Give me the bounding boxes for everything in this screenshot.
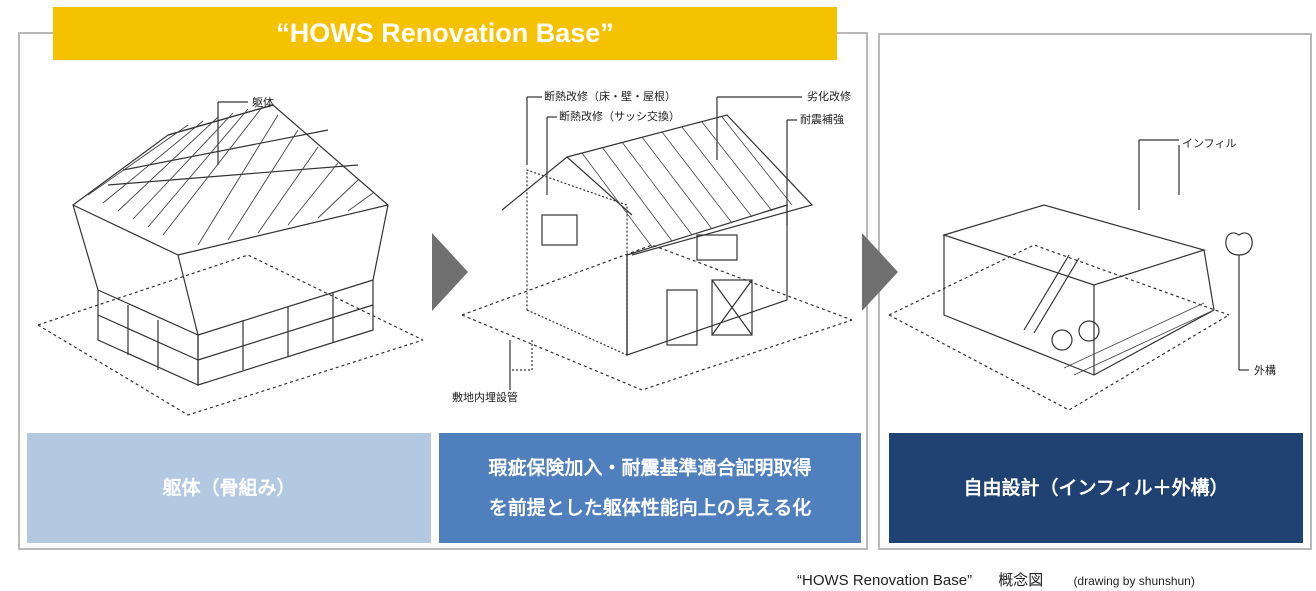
footer-title: “HOWS Renovation Base” [797, 572, 973, 589]
infill-label: インフィル [1182, 137, 1236, 150]
footer-caption: “HOWS Renovation Base” 概念図 (drawing by s… [797, 569, 1195, 590]
insulation-walls-label: 断熱改修（床・壁・屋根） [544, 89, 676, 103]
infill-design-illustration: インフィル 外構 [888, 137, 1276, 411]
performance-caption-line1: 瑕疵保険加入・耐震基準適合証明取得 [488, 457, 812, 479]
title-banner: “HOWS Renovation Base” [53, 7, 837, 60]
seismic-label: 耐震補強 [800, 113, 844, 126]
insulation-sash-label: 断熱改修（サッシ交換） [559, 109, 680, 123]
frame-structure-illustration: 躯体 [37, 95, 424, 416]
deterioration-label: 劣化改修 [807, 89, 851, 103]
renovated-house-illustration: 断熱改修（床・壁・屋根） 断熱改修（サッシ交換） 劣化改修 耐震補強 敷地内埋設… [452, 89, 853, 404]
frame-caption-box: 躯体（骨組み） [27, 433, 431, 543]
free-design-caption: 自由設計（インフィル＋外構） [963, 477, 1229, 499]
exterior-label: 外構 [1254, 364, 1276, 377]
frame-label: 躯体 [252, 95, 274, 109]
footer-credit: (drawing by shunshun) [1073, 574, 1195, 588]
free-design-caption-box: 自由設計（インフィル＋外構） [889, 433, 1303, 543]
piping-label: 敷地内埋設管 [452, 390, 518, 404]
arrow-right-icon [862, 233, 898, 311]
footer-concept: 概念図 [998, 572, 1044, 589]
frame-caption: 躯体（骨組み） [162, 477, 296, 499]
performance-caption-box: 瑕疵保険加入・耐震基準適合証明取得 を前提とした躯体性能向上の見える化 [439, 433, 861, 543]
arrow-right-icon [432, 233, 468, 311]
performance-caption-line2: を前提とした躯体性能向上の見える化 [488, 497, 812, 519]
title-text: “HOWS Renovation Base” [276, 18, 614, 48]
